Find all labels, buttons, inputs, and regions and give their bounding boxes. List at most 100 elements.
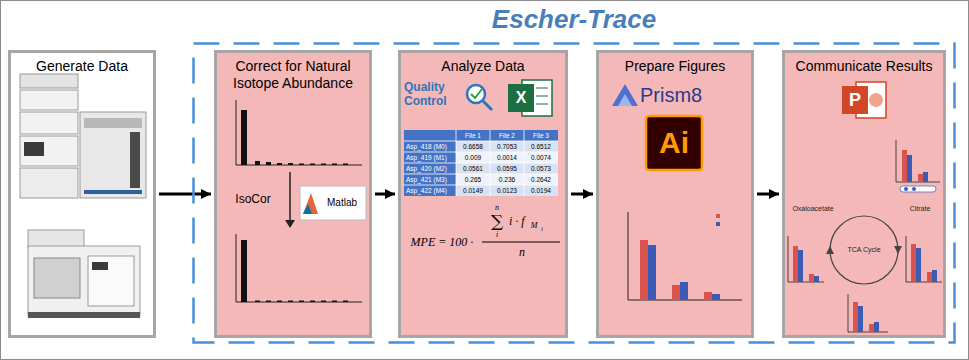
fraction-bar <box>482 242 560 243</box>
correction-arrow <box>285 172 295 228</box>
lc-ms-instrument <box>20 74 146 198</box>
lc-ms-instrument <box>20 168 78 198</box>
gc-ms-instrument <box>34 258 80 298</box>
excel-icon <box>536 96 548 97</box>
mini-chart <box>788 236 824 282</box>
prism-logo <box>618 94 632 106</box>
excel-icon <box>536 104 548 105</box>
bar-chart <box>704 292 712 300</box>
correction-arrow <box>289 172 291 221</box>
table-cell: 0.0149 <box>456 185 490 196</box>
table-cell: File 3 <box>524 130 558 141</box>
tca-cycle <box>826 246 834 254</box>
isotope-chart <box>255 161 260 165</box>
gc-ms-instrument <box>28 230 84 248</box>
powerpoint-icon <box>842 82 886 118</box>
panel-fill <box>596 50 754 338</box>
mini-chart <box>853 302 858 332</box>
table-cell: File 2 <box>490 130 524 141</box>
prism-logo <box>612 84 638 106</box>
bar-chart <box>716 214 720 218</box>
flow-arrow <box>375 193 395 196</box>
dashed-outline <box>194 44 955 343</box>
table-cell: Asp_418 (M0) <box>404 141 456 152</box>
cycle-name: TCA Cycle <box>840 245 888 255</box>
icon-letter: X <box>508 86 534 110</box>
mini-chart <box>814 276 819 282</box>
table-cell: 0.6658 <box>456 141 490 152</box>
matlab-logo <box>300 186 366 220</box>
data-table <box>456 141 558 152</box>
table-cell: 0.0595 <box>490 163 524 174</box>
corrected-chart <box>332 301 337 303</box>
table-cell: Asp_422 (M4) <box>404 185 456 196</box>
panel-fill <box>398 50 568 338</box>
lc-ms-instrument <box>24 142 44 156</box>
bar-chart <box>712 294 720 300</box>
corrected-chart <box>299 301 304 303</box>
isotope-chart <box>310 164 315 166</box>
bar-chart <box>672 285 680 300</box>
table-cell: Asp_421 (M3) <box>404 174 456 185</box>
mini-chart <box>911 244 916 282</box>
mini-chart <box>918 174 923 182</box>
lc-ms-instrument <box>20 90 78 110</box>
tca-cycle <box>894 246 902 254</box>
icon-letter: P <box>842 88 868 112</box>
fraction-bar <box>482 242 560 243</box>
mini-chart <box>923 172 928 182</box>
mini-chart <box>907 155 912 182</box>
mini-chart <box>798 250 803 282</box>
formula-text: i <box>490 230 504 239</box>
mini-chart <box>900 186 936 192</box>
lc-ms-instrument <box>84 190 142 194</box>
bar-chart <box>680 282 688 300</box>
magnifier-icon <box>471 89 482 98</box>
excel-icon <box>536 88 548 89</box>
logo-text: Prism8 <box>640 84 740 106</box>
corrected-chart <box>266 301 271 303</box>
panel-fill <box>8 50 156 338</box>
logo-text: Matlab <box>319 197 365 209</box>
corrected-chart <box>236 234 362 302</box>
mini-chart <box>916 248 921 282</box>
magnifier-icon <box>467 85 492 110</box>
bar-chart <box>640 240 648 300</box>
isotope-chart <box>266 162 271 165</box>
formula-text: n <box>490 203 504 212</box>
mini-chart <box>848 294 888 332</box>
lc-ms-instrument <box>20 74 78 88</box>
data-table <box>404 141 456 196</box>
process-box: Communicate Results <box>782 50 946 338</box>
lc-ms-instrument <box>80 112 146 198</box>
corrected-chart <box>343 301 348 303</box>
formula-text: ∑ <box>489 212 505 230</box>
data-table <box>456 185 558 196</box>
mini-chart <box>809 274 814 282</box>
isotope-chart <box>236 100 362 165</box>
isotope-chart <box>343 164 348 166</box>
illustrator-logo <box>646 116 702 170</box>
table-cell: 0.2642 <box>524 174 558 185</box>
lc-ms-instrument <box>130 132 140 188</box>
tca-cycle <box>826 216 902 284</box>
table-cell: 0.7053 <box>490 141 524 152</box>
box-heading: Prepare Figures <box>599 53 751 75</box>
isotope-chart <box>299 164 304 166</box>
logo-text: Quality Control <box>404 80 464 110</box>
gc-ms-instrument <box>88 256 134 306</box>
diagram-title: Escher-Trace <box>192 4 956 34</box>
lc-ms-instrument <box>20 112 78 134</box>
mini-chart <box>874 322 879 332</box>
isotope-chart <box>288 163 293 165</box>
logo-text: Ai <box>646 126 702 160</box>
lc-ms-instrument <box>84 118 142 128</box>
mini-chart <box>869 324 874 332</box>
table-cell: 0.265 <box>456 174 490 185</box>
box-heading: Communicate Results <box>785 53 943 75</box>
magnifier-icon <box>483 101 492 110</box>
gc-ms-instrument <box>92 262 108 270</box>
